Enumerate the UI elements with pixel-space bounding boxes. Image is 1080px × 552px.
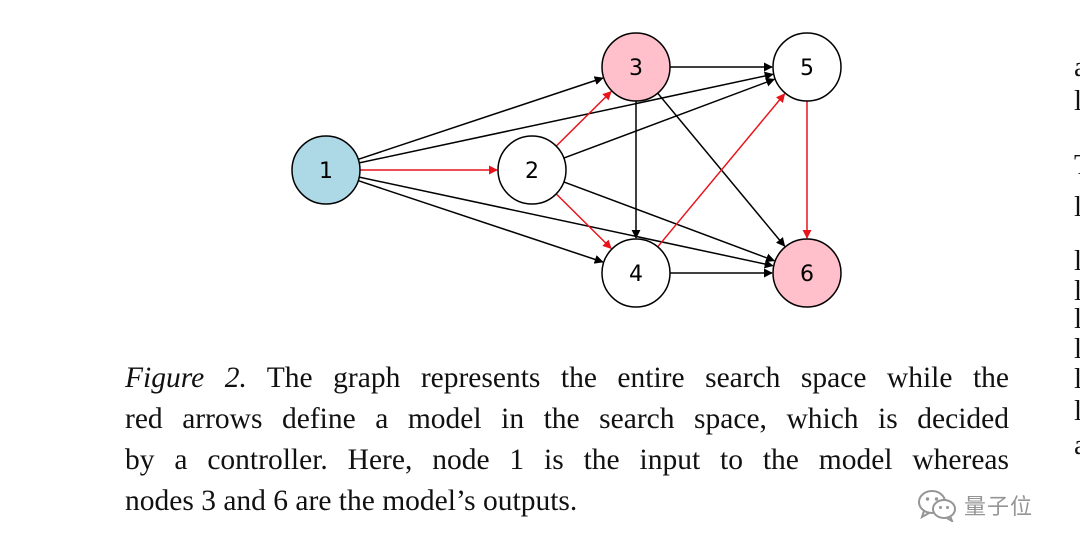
edge-2-to-4 bbox=[555, 193, 612, 250]
node-2-circle bbox=[497, 135, 567, 205]
edge-2-to-5 bbox=[563, 77, 776, 159]
caption-text-1: The graph represents the entire search s… bbox=[246, 362, 1009, 394]
wechat-icon bbox=[918, 490, 956, 522]
adjacent-column-cutoff: a l T l l l l l l l a bbox=[1074, 52, 1080, 460]
node-4: 4 bbox=[601, 238, 671, 308]
node-3-label: 3 bbox=[629, 56, 643, 81]
watermark-text: 量子位 bbox=[964, 495, 1034, 520]
edges-layer bbox=[358, 62, 812, 278]
caption-line-1: Figure 2. The graph represents the entir… bbox=[125, 358, 1009, 399]
node-5: 5 bbox=[772, 32, 842, 102]
node-5-circle bbox=[772, 32, 842, 102]
edge-1-to-3 bbox=[358, 76, 604, 161]
nodes-layer: 1 2 3 4 5 6 bbox=[291, 32, 842, 308]
caption-line-3: by a controller. Here, node 1 is the inp… bbox=[125, 444, 1009, 476]
edge-2-to-3 bbox=[555, 90, 612, 147]
node-1-circle bbox=[291, 135, 361, 205]
watermark: 量子位 bbox=[916, 488, 1033, 522]
node-6-label: 6 bbox=[800, 262, 814, 287]
node-6-circle bbox=[772, 238, 842, 308]
search-space-graph: 1 2 3 4 5 6 bbox=[291, 32, 842, 308]
node-2: 2 bbox=[497, 135, 567, 205]
figure-caption: Figure 2. The graph represents the entir… bbox=[125, 358, 1009, 522]
node-4-label: 4 bbox=[629, 262, 643, 287]
caption-line-2: red arrows define a model in the search … bbox=[125, 403, 1009, 435]
edge-1-to-4 bbox=[358, 179, 604, 264]
caption-line-4: nodes 3 and 6 are the model’s outputs. bbox=[125, 485, 578, 517]
node-3: 3 bbox=[601, 32, 671, 102]
node-3-circle bbox=[601, 32, 671, 102]
figure-label: Figure 2. bbox=[125, 362, 247, 394]
edge-4-to-5 bbox=[657, 93, 786, 248]
node-5-label: 5 bbox=[800, 56, 814, 81]
node-2-label: 2 bbox=[525, 159, 539, 184]
edge-1-to-6 bbox=[359, 176, 774, 269]
node-4-circle bbox=[601, 238, 671, 308]
node-1: 1 bbox=[291, 135, 361, 205]
node-6: 6 bbox=[772, 238, 842, 308]
edge-1-to-5 bbox=[359, 71, 774, 164]
node-1-label: 1 bbox=[319, 159, 333, 184]
edge-2-to-6 bbox=[563, 181, 776, 263]
